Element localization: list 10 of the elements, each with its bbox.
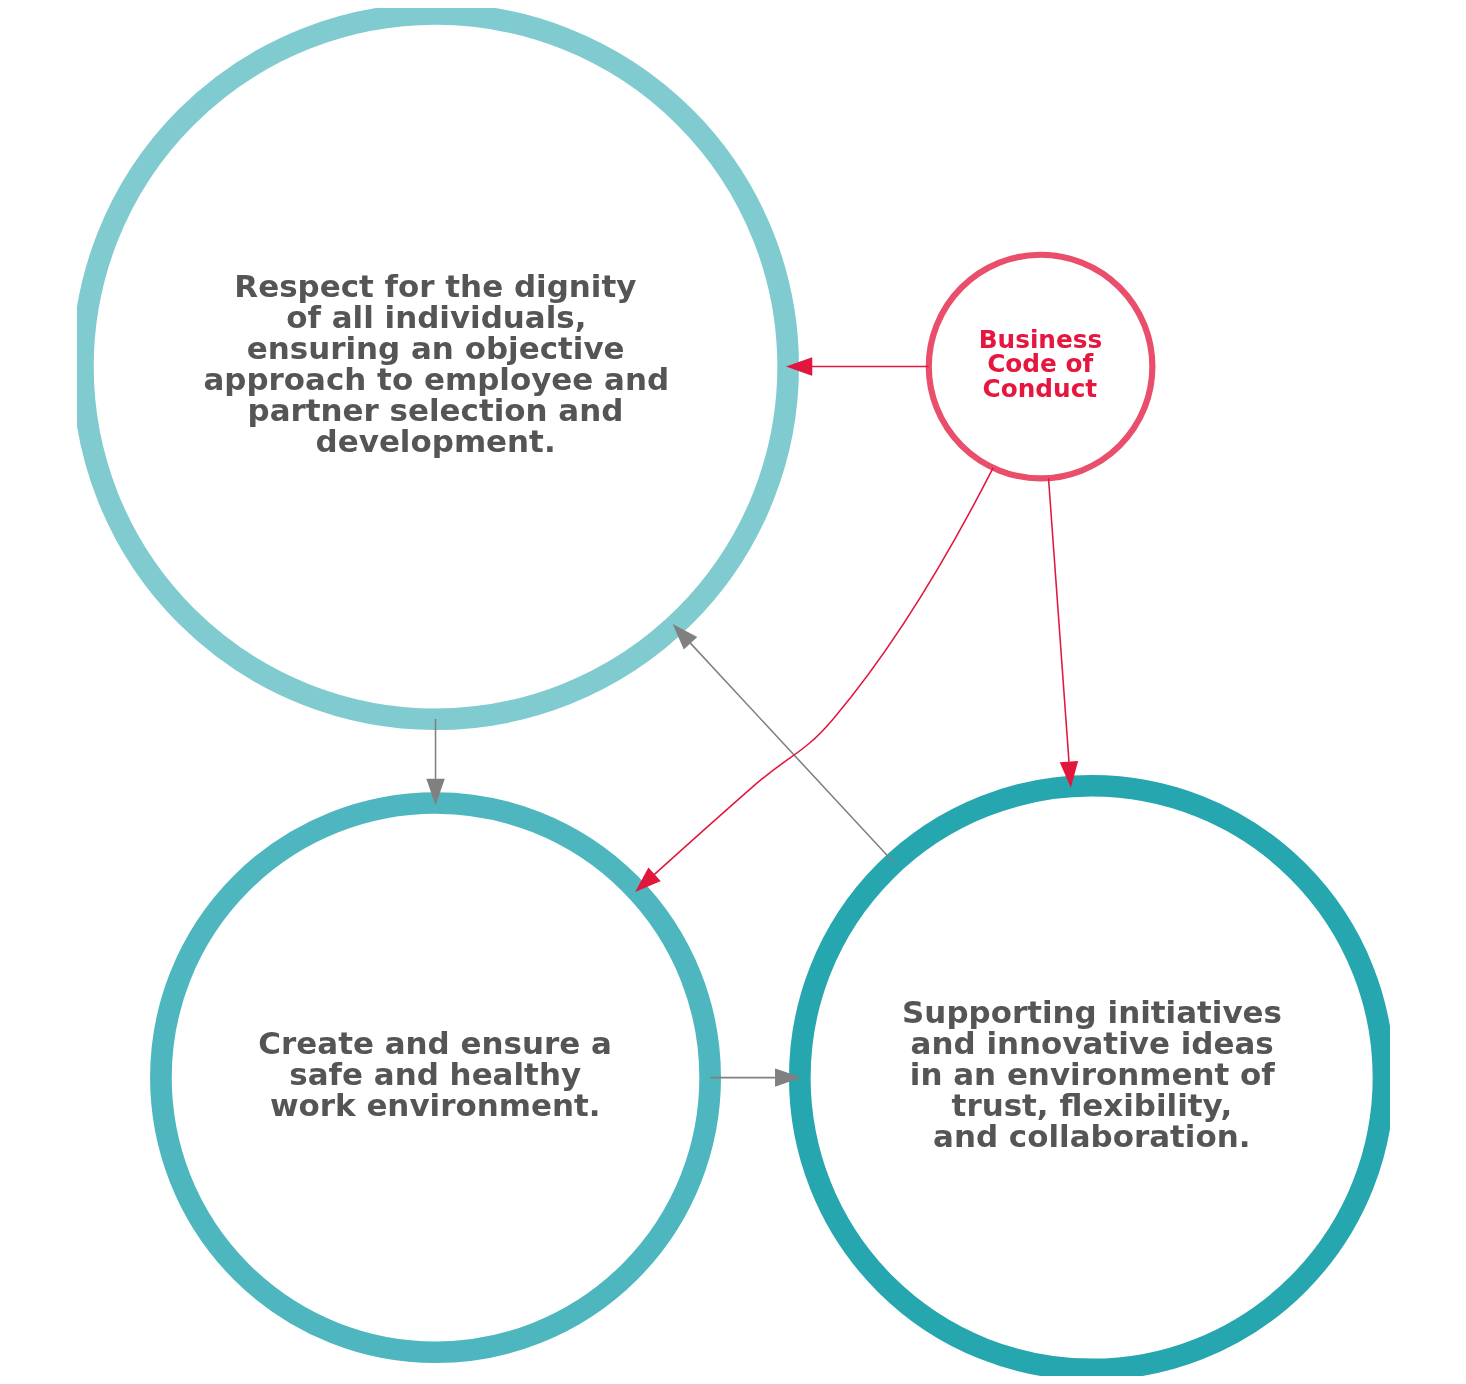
arrow [785,357,929,376]
arrow [672,623,894,864]
node-circle: Business Code of Conduct [925,251,1155,482]
node-circle: Create and ensure a safe and healthy work environment. [149,792,721,1364]
node-circle: Supporting initiatives and innovative ideas in an environment of trust, flexibility, and collaboration. [788,774,1390,1376]
node-circle: Respect for the dignity of all individuals, ensuring an objective approach to employee and partner selection and development. [76,8,799,731]
arrow [425,718,445,806]
arrow [709,1068,801,1087]
arrow [634,466,994,892]
arrow [1047,477,1078,788]
